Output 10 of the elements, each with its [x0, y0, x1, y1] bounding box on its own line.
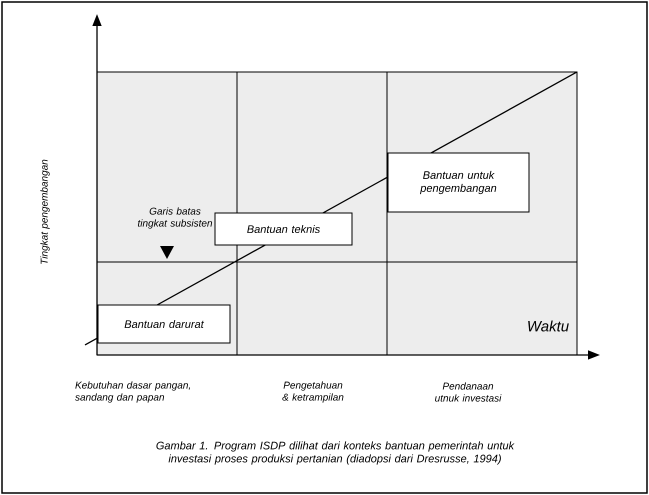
- label-box: Bantuan darurat: [98, 304, 230, 344]
- category-label: Pendanaan utnuk investasi: [435, 382, 502, 402]
- axis-title: Waktu: [528, 320, 569, 332]
- label-box: Bantuan teknis: [214, 212, 352, 246]
- category-label: Pengetahuan & ketrampilan: [282, 381, 344, 403]
- label-box: Bantuan untuk pengembangan: [388, 152, 530, 212]
- category-label: Kebutuhan dasar pangan, sandang dan papan: [75, 381, 190, 403]
- annotation-text: Garis batas tingkat subsisten: [138, 207, 212, 229]
- caption: Gambar 1. Program ISDP dilihat dari konteks bantuan pemerintah untuk investasi proses produksi pertanian (diadopsi dari Dresrusse, 1994): [156, 441, 515, 465]
- axis-title: Tingkat pengembangan: [40, 160, 50, 264]
